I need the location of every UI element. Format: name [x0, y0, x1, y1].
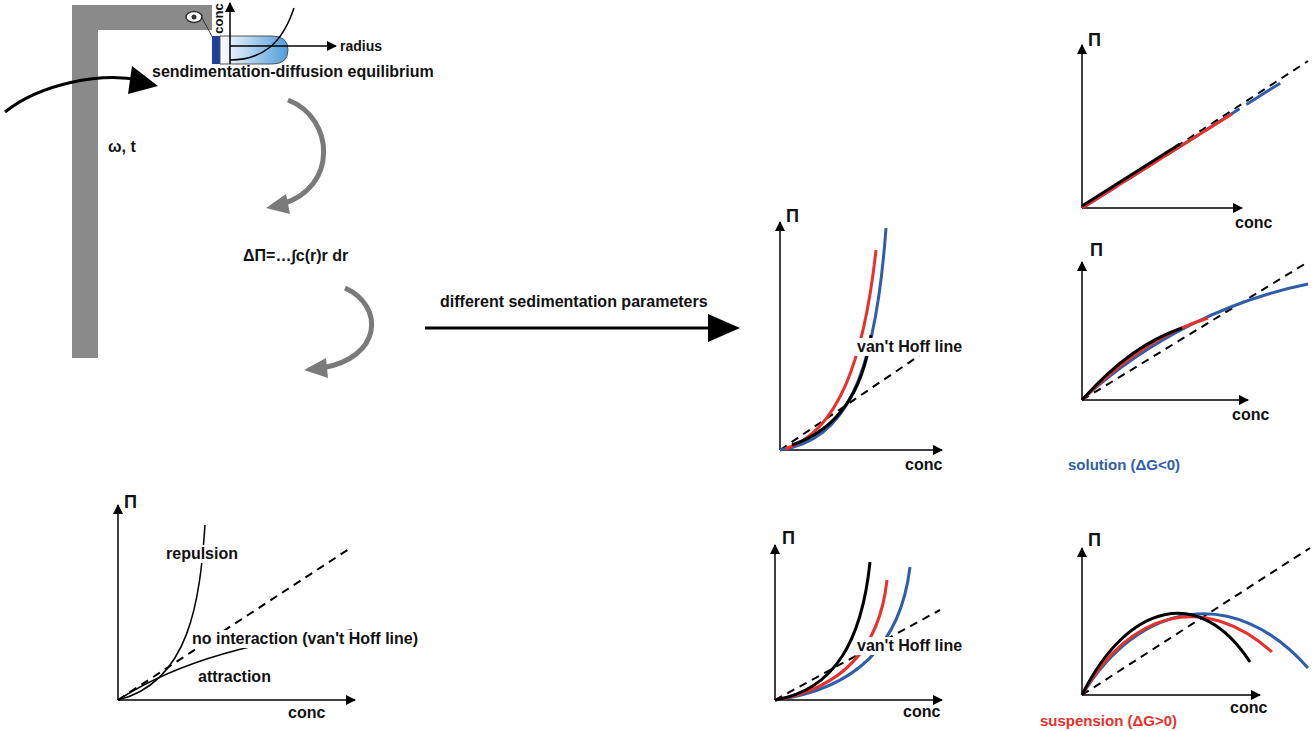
rotor-arm [72, 5, 212, 358]
graph [1082, 45, 1308, 208]
axis-label: conc [1235, 214, 1272, 232]
graph [1082, 548, 1310, 695]
axis-label: Π [1088, 530, 1101, 551]
graph [118, 505, 355, 700]
axis-label: Π [1088, 240, 1105, 261]
rotation-label: ω, t [108, 138, 136, 156]
axis-label: Π [1088, 30, 1101, 51]
category-label: suspension (ΔG>0) [1040, 712, 1177, 729]
axis-label: conc [905, 456, 942, 474]
eye-pupil [192, 15, 197, 20]
curve-label: repulsion [164, 545, 240, 563]
axis-label: Π [124, 492, 137, 513]
main-arrow [425, 327, 712, 330]
arrow-head [266, 194, 290, 214]
line-label: van't Hoff line [855, 338, 964, 356]
rotation-arrow [5, 78, 140, 112]
axis [229, 3, 231, 64]
graph [1082, 262, 1308, 400]
axis-label: conc [212, 3, 227, 33]
arrow-head [304, 358, 328, 378]
curve-label: no interaction (van't Hoff line) [190, 630, 420, 648]
axis [230, 45, 336, 47]
category-label: solution (ΔG<0) [1068, 456, 1180, 473]
flow-arrow [322, 288, 372, 368]
axis-label: conc [288, 704, 325, 722]
arrow-head [708, 314, 740, 342]
axis-label: conc [1232, 406, 1269, 424]
graph [775, 545, 942, 700]
axis-label: radius [340, 38, 382, 54]
formula-label: ΔΠ=…∫c(r)r dr [243, 247, 348, 265]
axis-label: Π [782, 528, 795, 549]
curve-label: attraction [196, 668, 273, 686]
line-label: van't Hoff line [855, 637, 964, 655]
flow-arrow [282, 100, 324, 204]
graph [780, 222, 942, 450]
axis-label: Π [786, 206, 799, 227]
arrow-label: different sedimentation parameters [440, 293, 708, 311]
detector-eye [186, 12, 202, 23]
axis-label: conc [1230, 699, 1267, 717]
cell-base [212, 36, 220, 64]
axis-label: conc [903, 703, 940, 721]
concentration-curve [230, 8, 294, 60]
caption-label: sendimentation-diffusion equilibrium [152, 63, 434, 81]
